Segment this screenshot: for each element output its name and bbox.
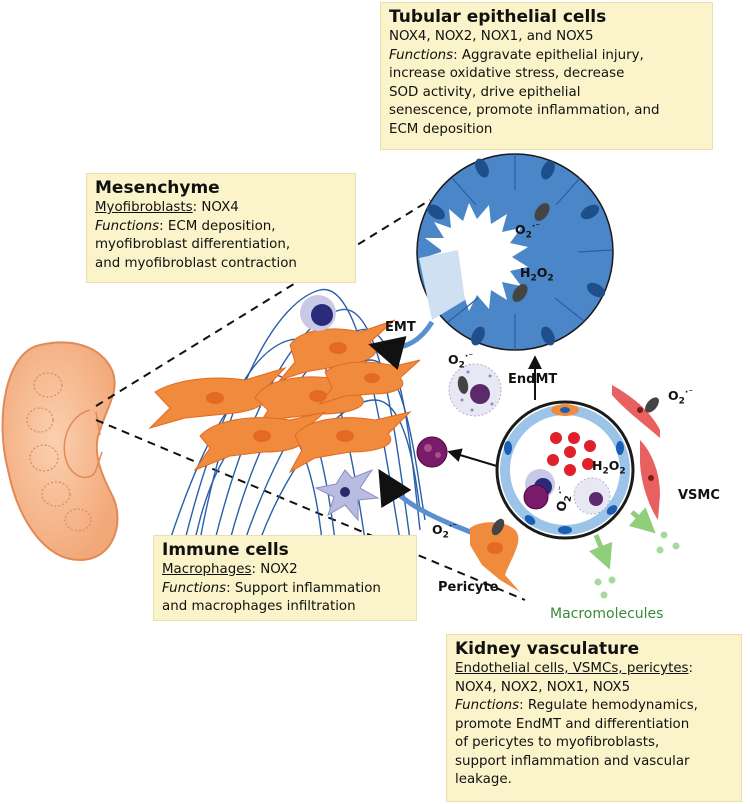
nox-enzyme-vsmc	[645, 397, 659, 413]
mesenchyme-box: Mesenchyme Myofibroblasts: NOX4 Function…	[86, 173, 356, 283]
immune-functions-line-2: and macrophages infiltration	[162, 599, 356, 614]
star-cell	[314, 468, 380, 522]
tubular-functions-line-2: increase oxidative stress, decrease	[389, 66, 625, 81]
emt-label: EMT	[385, 320, 416, 335]
immune-title: Immune cells	[162, 540, 289, 560]
macrophage-left	[416, 436, 448, 468]
vasculature-functions-line-2: promote EndMT and differentiation	[455, 716, 690, 732]
mesenchyme-functions-line-3: and myofibroblast contraction	[95, 255, 297, 271]
tubular-functions-line-1: Functions: Aggravate epithelial injury,	[389, 47, 644, 63]
vasculature-functions-line-5: leakage.	[455, 772, 512, 787]
emt-arrow	[368, 320, 435, 370]
superoxide-label-vsmc: O2·⁻	[668, 388, 694, 407]
immune-cells-box: Immune cells Macrophages: NOX2 Functions…	[153, 535, 417, 621]
tubular-functions-line-4: senescence, promote inflammation, and	[389, 103, 660, 118]
tubular-epithelial-box: Tubular epithelial cells NOX4, NOX2, NOX…	[380, 2, 713, 150]
vasculature-functions-line-3: of pericytes to myofibroblasts,	[455, 735, 660, 750]
tubular-functions-line-3: SOD activity, drive epithelial	[389, 84, 581, 100]
nox-enzyme-tubule-2	[512, 284, 528, 302]
pericyte-arrow	[378, 469, 479, 538]
vasculature-functions-line-1: Functions: Regulate hemodynamics,	[455, 698, 698, 713]
kidney-vasculature-box: Kidney vasculature Endothelial cells, VS…	[446, 634, 742, 802]
h2o2-label-vessel: H2O2	[592, 458, 626, 477]
vsmc-label: VSMC	[678, 488, 720, 503]
immune-functions-line-1: Functions: Support inflammation	[162, 580, 381, 596]
tubular-functions-line-5: ECM deposition	[389, 121, 493, 137]
h2o2-label-tubule: H2O2	[520, 265, 554, 284]
superoxide-label-pericyte: O2·⁻	[432, 522, 458, 541]
tubular-title: Tubular epithelial cells	[389, 7, 607, 27]
endmt-label: EndMT	[508, 372, 558, 387]
immune-cell-top	[300, 295, 336, 331]
nox-enzyme-tubule-1	[534, 203, 550, 221]
vasculature-cells: Endothelial cells, VSMCs, pericytes:	[455, 661, 694, 676]
pericyte-cell	[470, 522, 520, 592]
mesenchyme-functions-line-1: Functions: ECM deposition,	[95, 218, 276, 234]
immune-cells: Macrophages: NOX2	[162, 562, 298, 577]
vasculature-title: Kidney vasculature	[455, 639, 640, 659]
superoxide-label-tubule: O2·⁻	[515, 222, 541, 241]
kidney-illustration	[1, 341, 119, 562]
nox-enzyme-macrophage	[457, 376, 469, 394]
nox-enzyme-pericyte	[491, 518, 505, 536]
mesenchyme-functions-line-2: myofibroblast differentiation,	[95, 237, 291, 252]
macromolecules-label: Macromolecules	[550, 606, 664, 622]
pericyte-label: Pericyte	[438, 580, 499, 595]
superoxide-label-macrophage: O2·⁻	[448, 352, 474, 371]
zoom-lines	[95, 199, 526, 601]
vasculature-functions-line-4: support inflammation and vascular	[455, 753, 690, 769]
granular-cell	[448, 363, 502, 417]
tubule-cross-section	[416, 153, 614, 351]
tubular-nox: NOX4, NOX2, NOX1, and NOX5	[389, 29, 594, 44]
vasculature-nox: NOX4, NOX2, NOX1, NOX5	[455, 679, 631, 695]
mesenchyme-cells: Myofibroblasts: NOX4	[95, 200, 239, 215]
mesenchyme-title: Mesenchyme	[95, 178, 220, 198]
myofibroblast-nuclei	[206, 342, 380, 442]
myofibroblasts	[148, 319, 421, 474]
vessel-cross-section	[495, 400, 635, 540]
macromolecule-leakage	[588, 507, 680, 599]
vsmc-cells	[612, 385, 660, 520]
